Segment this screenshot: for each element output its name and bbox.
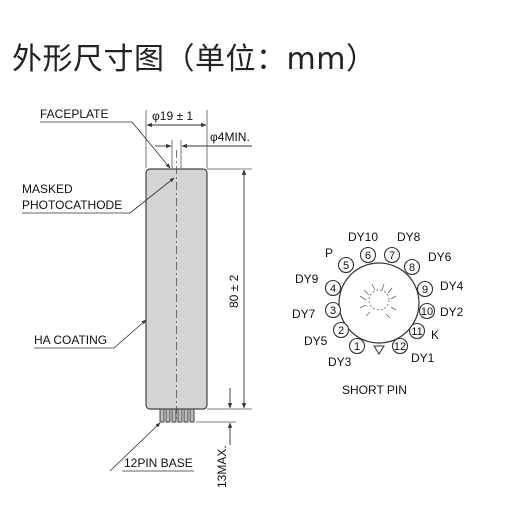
base-label: 12PIN BASE	[124, 456, 193, 470]
masked-label-line1: MASKED	[22, 182, 73, 196]
pin-12-circle	[391, 337, 409, 355]
pin-2-circle	[332, 321, 350, 339]
pin-6-number: 6	[365, 250, 371, 262]
pin-1-circle	[348, 337, 366, 355]
base-pins	[159, 408, 195, 423]
short-pin-label: SHORT PIN	[342, 383, 407, 397]
pin-4-number: 4	[330, 283, 336, 295]
pin-8-name: DY6	[428, 250, 452, 264]
pin-7-circle	[383, 246, 401, 264]
pin-10-name: DY2	[440, 305, 464, 319]
pin-2-name: DY5	[304, 334, 328, 348]
faceplate-label: FACEPLATE	[40, 107, 108, 121]
pin-5-circle	[337, 256, 355, 274]
masked-leader	[129, 177, 175, 214]
pin-3-name: DY7	[292, 307, 316, 321]
pin-4-name: DY9	[295, 272, 319, 286]
pin-4-circle	[324, 279, 342, 297]
length-dim-text: 80 ± 2	[227, 274, 241, 308]
pin-8-number: 8	[409, 262, 415, 274]
pin-6-circle	[359, 246, 377, 264]
pin-3-number: 3	[330, 305, 336, 317]
pin-12-number: 12	[394, 341, 406, 353]
pin-1-number: 1	[354, 341, 360, 353]
pin-10-number: 10	[421, 306, 433, 318]
pin-6-name: DY10	[348, 230, 378, 244]
pin-11-circle	[408, 322, 426, 340]
pin-7-name: DY8	[397, 230, 421, 244]
base-inner-marks	[359, 283, 397, 319]
short-pin-marker	[373, 345, 385, 355]
pin-11-name: K	[431, 328, 439, 342]
photocathode-dim-text: φ4MIN.	[210, 130, 250, 144]
base-dim-text: 13MAX.	[215, 445, 229, 488]
pin-5-number: 5	[343, 260, 349, 272]
pin-9-number: 9	[422, 284, 428, 296]
pin-1-name: DY3	[328, 355, 352, 369]
base-leader	[109, 422, 161, 472]
pin-7-number: 7	[389, 250, 395, 262]
pin-11-number: 11	[411, 326, 422, 338]
pin-2-number: 2	[338, 325, 344, 337]
pin-12-name: DY1	[411, 351, 435, 365]
pin-3-circle	[324, 301, 342, 319]
base-outline	[338, 262, 420, 344]
coating-label: HA COATING	[34, 333, 107, 347]
pin-10-circle	[418, 302, 436, 320]
pin-9-circle	[416, 280, 434, 298]
coating-leader	[113, 319, 147, 349]
pin-9-name: DY4	[440, 279, 464, 293]
pin-5-name: P	[325, 246, 333, 260]
faceplate-leader	[131, 121, 171, 169]
diameter-dim-text: φ19 ± 1	[152, 109, 193, 123]
pin-8-circle	[403, 258, 421, 276]
page-title: 外形尺寸图（单位：mm）	[12, 42, 377, 77]
masked-label-line2: PHOTOCATHODE	[22, 198, 122, 212]
